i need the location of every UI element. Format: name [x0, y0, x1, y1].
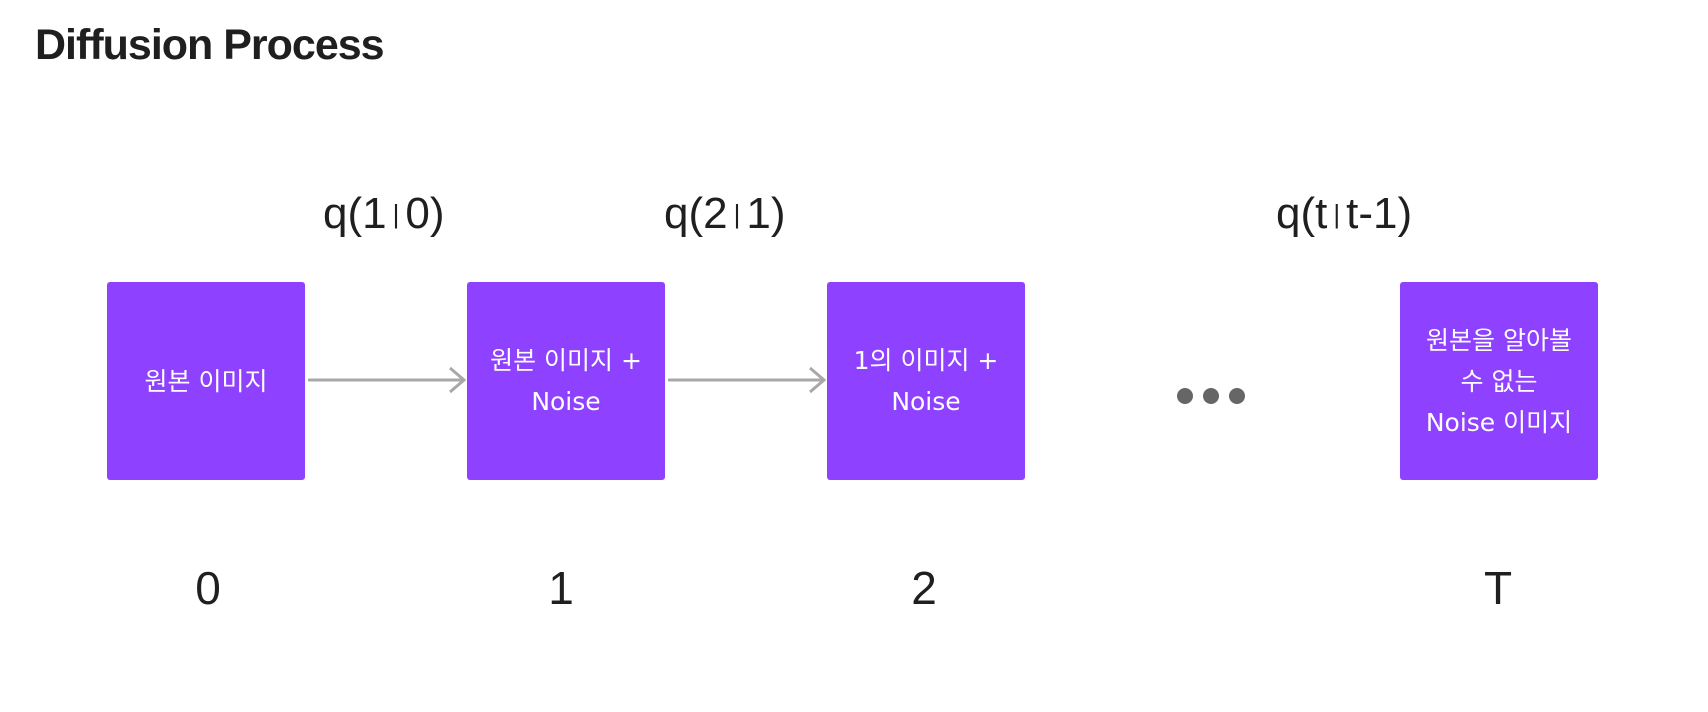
transition-separator: |: [1333, 199, 1341, 230]
step-label-t: T: [1483, 562, 1513, 614]
transition-right: 0): [405, 189, 445, 238]
right-arrow-icon: [308, 366, 467, 394]
transition-right: 1): [746, 189, 786, 238]
transition-label-q-1-0: q(1|0): [323, 186, 444, 242]
step-label-0: 0: [195, 562, 221, 614]
transition-left: q(2: [664, 189, 728, 238]
diagram-title: Diffusion Process: [35, 21, 385, 69]
node-step-0: 원본 이미지: [107, 282, 305, 480]
ellipsis-icon: [1177, 388, 1245, 404]
transition-separator: |: [733, 199, 741, 230]
node-step-2: 1의 이미지 + Noise: [827, 282, 1025, 480]
transition-left: q(1: [323, 189, 387, 238]
step-label-1: 1: [548, 562, 574, 614]
step-label-2: 2: [911, 562, 937, 614]
transition-left: q(t: [1276, 189, 1328, 238]
transition-right: t-1): [1346, 189, 1413, 238]
transition-label-q-t-t-1: q(t|t-1): [1276, 186, 1412, 242]
node-step-t: 원본을 알아볼 수 없는 Noise 이미지: [1400, 282, 1598, 480]
node-step-1: 원본 이미지 + Noise: [467, 282, 665, 480]
right-arrow-icon: [668, 366, 827, 394]
transition-label-q-2-1: q(2|1): [664, 186, 785, 242]
transition-separator: |: [392, 199, 400, 230]
